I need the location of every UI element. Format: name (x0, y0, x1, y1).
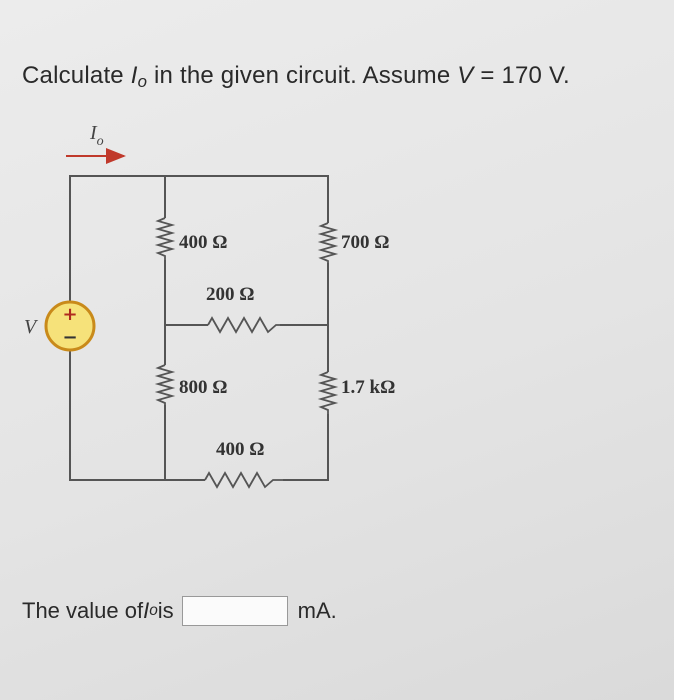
question-voltage-symbol: V (457, 62, 474, 89)
label-r-1-7k: 1.7 kΩ (341, 377, 395, 398)
wire-bottom-left (69, 350, 205, 481)
label-r-400-bottom: 400 Ω (216, 439, 264, 460)
label-r-200: 200 Ω (206, 284, 254, 305)
resistor-800 (154, 364, 176, 405)
resistor-700 (317, 222, 339, 263)
current-label-symbol: I (89, 122, 98, 144)
question-prefix: Calculate (22, 62, 131, 89)
question-suffix: = 170 V. (473, 62, 570, 89)
question-current-symbol: I (130, 62, 138, 89)
wire-bottom-right (283, 414, 329, 481)
resistor-200 (207, 316, 280, 334)
answer-suffix: is (157, 598, 174, 623)
wire-top (69, 175, 329, 302)
answer-unit: mA. (297, 598, 337, 623)
answer-current-subscript: o (149, 602, 158, 619)
label-r-800: 800 Ω (179, 377, 227, 398)
voltage-source: + − (44, 300, 96, 352)
question-middle: in the given circuit. Assume (147, 62, 458, 89)
answer-current-symbol: I (143, 598, 150, 623)
resistor-400-top-left (154, 217, 176, 260)
question-text: Calculate Io in the given circuit. Assum… (22, 62, 570, 92)
resistor-1-7k (317, 371, 339, 414)
source-voltage-label: V (24, 316, 39, 338)
source-plus-sign: + (62, 304, 77, 325)
resistor-400-bottom (204, 471, 283, 489)
circuit-wires (69, 175, 329, 481)
current-label-subscript: o (97, 134, 104, 149)
source-minus-sign: − (62, 327, 77, 348)
label-r-400-top-left: 400 Ω (179, 232, 227, 253)
answer-prefix: The value of (22, 598, 144, 623)
answer-input[interactable] (181, 596, 288, 626)
label-r-700: 700 Ω (341, 232, 389, 253)
question-current-subscript: o (137, 72, 148, 91)
current-label: Io (89, 122, 104, 149)
